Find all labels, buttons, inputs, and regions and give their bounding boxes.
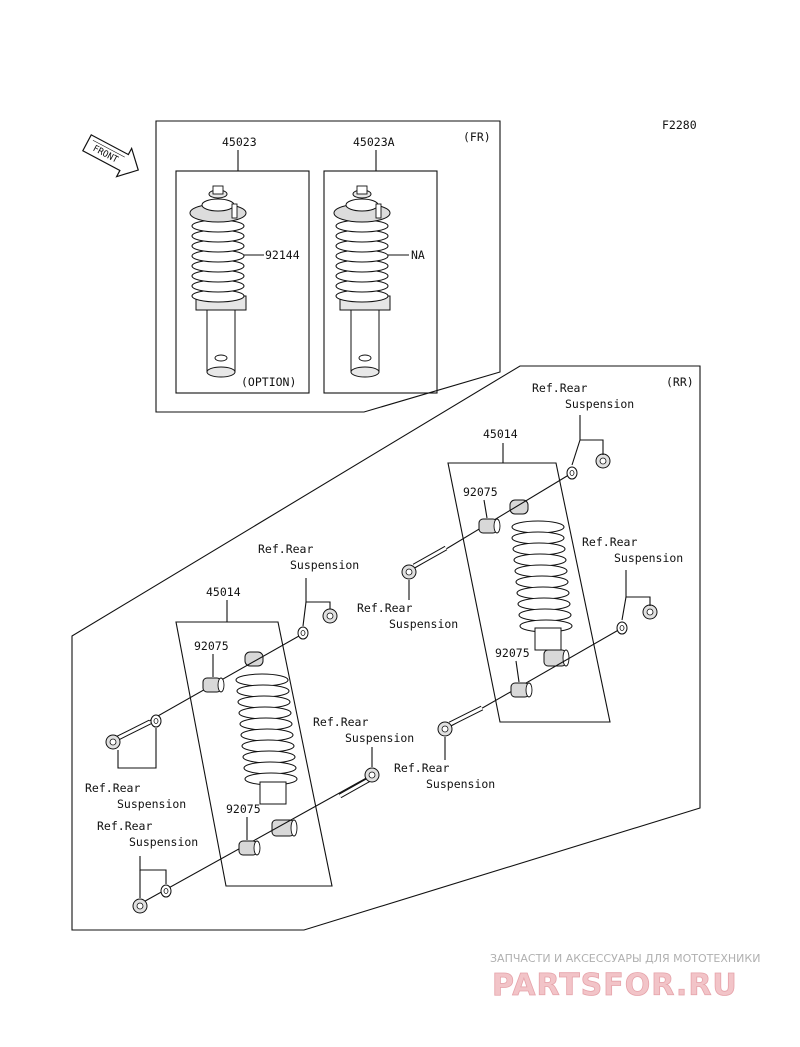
- ref-label-bottom-left: Ref.Rear Suspension: [97, 819, 198, 898]
- bushing-label-4: 92075: [226, 802, 261, 816]
- ref-label-right: Ref.Rear Suspension: [582, 535, 683, 621]
- front-shock-left: [189, 185, 247, 378]
- svg-text:Suspension: Suspension: [117, 797, 186, 811]
- rear-lower-part-number: 45014: [206, 585, 241, 599]
- front-right-callout: NA: [411, 248, 425, 262]
- rear-shock-lower: [235, 651, 298, 837]
- ref-label-middle-right: Ref.Rear Suspension: [394, 737, 495, 791]
- svg-text:Suspension: Suspension: [129, 835, 198, 849]
- svg-text:Ref.Rear: Ref.Rear: [394, 761, 449, 775]
- svg-text:Ref.Rear: Ref.Rear: [97, 819, 152, 833]
- svg-text:Suspension: Suspension: [426, 777, 495, 791]
- ref-label-middle: Ref.Rear Suspension: [313, 715, 414, 767]
- option-label: (OPTION): [241, 375, 296, 389]
- front-left-box: [175, 170, 310, 394]
- front-left-part-number: 45023: [222, 135, 257, 149]
- bushing-label-2: 92075: [495, 646, 530, 660]
- ref-label-upper-left: Ref.Rear Suspension: [258, 542, 359, 627]
- svg-text:Suspension: Suspension: [389, 617, 458, 631]
- rear-bolt-center: [338, 767, 380, 799]
- rear-bolt-middle-right: [437, 705, 484, 737]
- front-shock-right: [333, 185, 391, 378]
- svg-text:Suspension: Suspension: [345, 731, 414, 745]
- rear-upper-part-number: 45014: [483, 427, 518, 441]
- bushing-label-1: 92075: [463, 485, 498, 499]
- front-section: (FR) 45023 45023A: [155, 120, 501, 413]
- watermark: ЗАПЧАСТИ И АКСЕССУАРЫ ДЛЯ МОТОТЕХНИКИ PA…: [490, 952, 760, 1003]
- front-section-frame: [155, 120, 501, 413]
- rear-section-frame: [71, 365, 701, 931]
- bushing-label-3: 92075: [194, 639, 229, 653]
- svg-text:Suspension: Suspension: [290, 558, 359, 572]
- svg-text:Ref.Rear: Ref.Rear: [85, 781, 140, 795]
- ref-label-left: Ref.Rear Suspension: [85, 728, 186, 811]
- rear-section: (RR) 45014 45014: [71, 365, 701, 931]
- rear-shock-upper: [509, 499, 573, 667]
- svg-text:Suspension: Suspension: [614, 551, 683, 565]
- rear-bolt-upper: [401, 545, 448, 580]
- ref-label-top-right: Ref.Rear Suspension: [532, 381, 634, 466]
- watermark-logo: PARTSFOR.RU: [492, 968, 738, 1003]
- front-right-part-number: 45023A: [353, 135, 395, 149]
- diagram-code: F2280: [662, 118, 697, 132]
- svg-text:Ref.Rear: Ref.Rear: [357, 601, 412, 615]
- rr-tag: (RR): [666, 375, 694, 389]
- rear-bolt-lower-left: [105, 719, 152, 750]
- svg-text:Ref.Rear: Ref.Rear: [582, 535, 637, 549]
- svg-text:Ref.Rear: Ref.Rear: [258, 542, 313, 556]
- front-left-callout: 92144: [265, 248, 300, 262]
- rear-lower-shock-frame: [175, 621, 333, 887]
- rear-upper-shock-frame: [447, 462, 611, 723]
- fr-tag: (FR): [463, 130, 491, 144]
- ref-label-middle-upper: Ref.Rear Suspension: [357, 580, 458, 631]
- watermark-subtitle: ЗАПЧАСТИ И АКСЕССУАРЫ ДЛЯ МОТОТЕХНИКИ: [490, 952, 760, 965]
- front-right-box: [323, 170, 438, 394]
- svg-text:Ref.Rear: Ref.Rear: [313, 715, 368, 729]
- svg-text:Ref.Rear: Ref.Rear: [532, 381, 587, 395]
- svg-text:Suspension: Suspension: [565, 397, 634, 411]
- front-arrow-icon: FRONT: [82, 134, 140, 178]
